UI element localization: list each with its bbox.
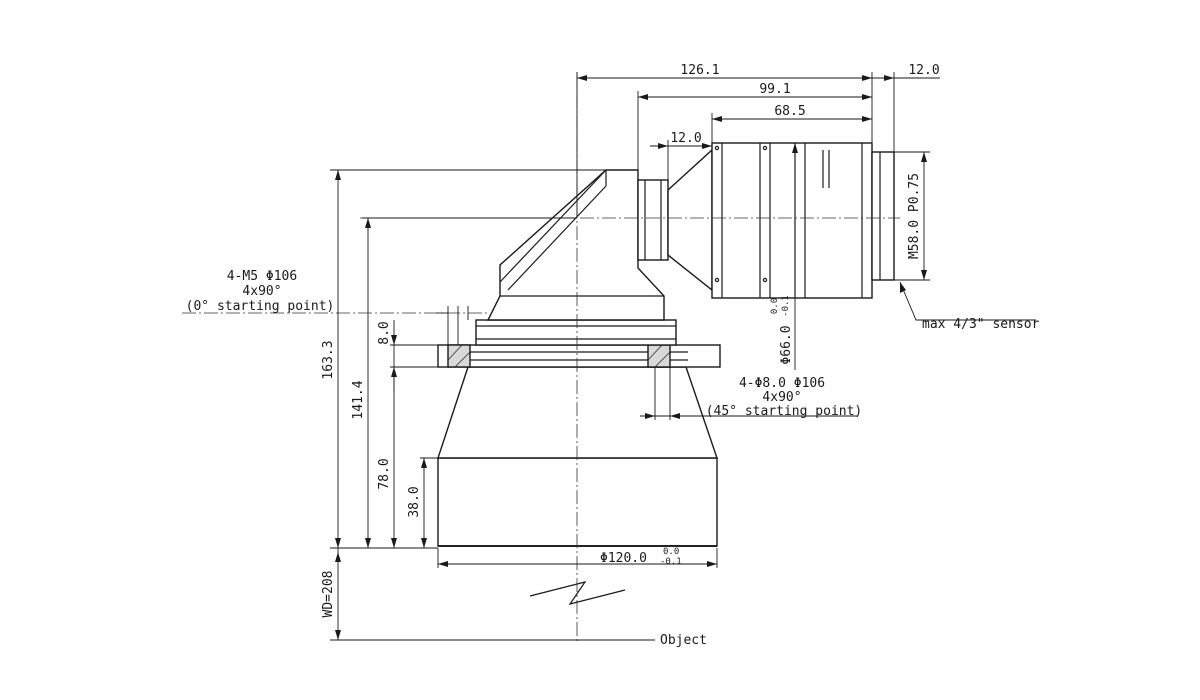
- dim-99: 99.1: [759, 82, 790, 97]
- dim-141: 141.4: [351, 380, 366, 419]
- dim-38: 38.0: [407, 486, 422, 517]
- coupling-tube: [637, 179, 669, 261]
- dim-68: 68.5: [774, 104, 805, 119]
- dim-m58: M58.0 P0.75: [907, 173, 922, 259]
- hole-callout-leaders: [436, 306, 858, 420]
- break-mark: [529, 581, 626, 605]
- c-mount-thread: [871, 151, 895, 281]
- dim-66: Φ66.0: [779, 325, 794, 364]
- dim-120: Φ120.0: [600, 551, 647, 566]
- dim-12-left: 12.0: [670, 131, 701, 146]
- right-dimensions: [792, 143, 1036, 370]
- dim-126: 126.1: [680, 63, 719, 78]
- tapped-hole-left: [447, 344, 471, 368]
- dim-wd: WD=208: [321, 571, 336, 618]
- dim-12-right: 12.0: [908, 63, 939, 78]
- lens-body: [437, 142, 895, 547]
- tapped-holes-line1: 4-M5 Φ106: [227, 269, 297, 284]
- through-holes-line2: 4x90°: [762, 390, 801, 405]
- dim-78: 78.0: [377, 458, 392, 489]
- neck-ring: [475, 319, 677, 346]
- left-dimensions: [330, 169, 655, 641]
- dim-66-tol-lower: -0.1: [781, 295, 791, 317]
- front-barrel: [437, 457, 718, 547]
- front-diameter-dimension: [437, 548, 718, 568]
- tapped-holes-line3: (0° starting point): [186, 299, 335, 314]
- mounting-flange: [437, 344, 721, 368]
- through-holes-line3: (45° starting point): [706, 404, 863, 419]
- rear-cone: [667, 148, 713, 292]
- dim-66-tol-upper: 0.0: [770, 298, 780, 314]
- dim-120-tol-upper: 0.0: [663, 547, 679, 557]
- object-label: Object: [660, 633, 707, 648]
- through-holes-line1: 4-Φ8.0 Φ106: [739, 376, 825, 391]
- sensor-label: max 4/3" sensor: [922, 317, 1040, 332]
- dim-163: 163.3: [321, 340, 336, 379]
- top-dimensions: [576, 72, 940, 218]
- dim-8: 8.0: [377, 321, 392, 344]
- dim-120-tol-lower: -0.1: [660, 557, 682, 567]
- rear-body: [711, 142, 873, 299]
- conical-section: [437, 366, 718, 459]
- tapped-holes-line2: 4x90°: [242, 284, 281, 299]
